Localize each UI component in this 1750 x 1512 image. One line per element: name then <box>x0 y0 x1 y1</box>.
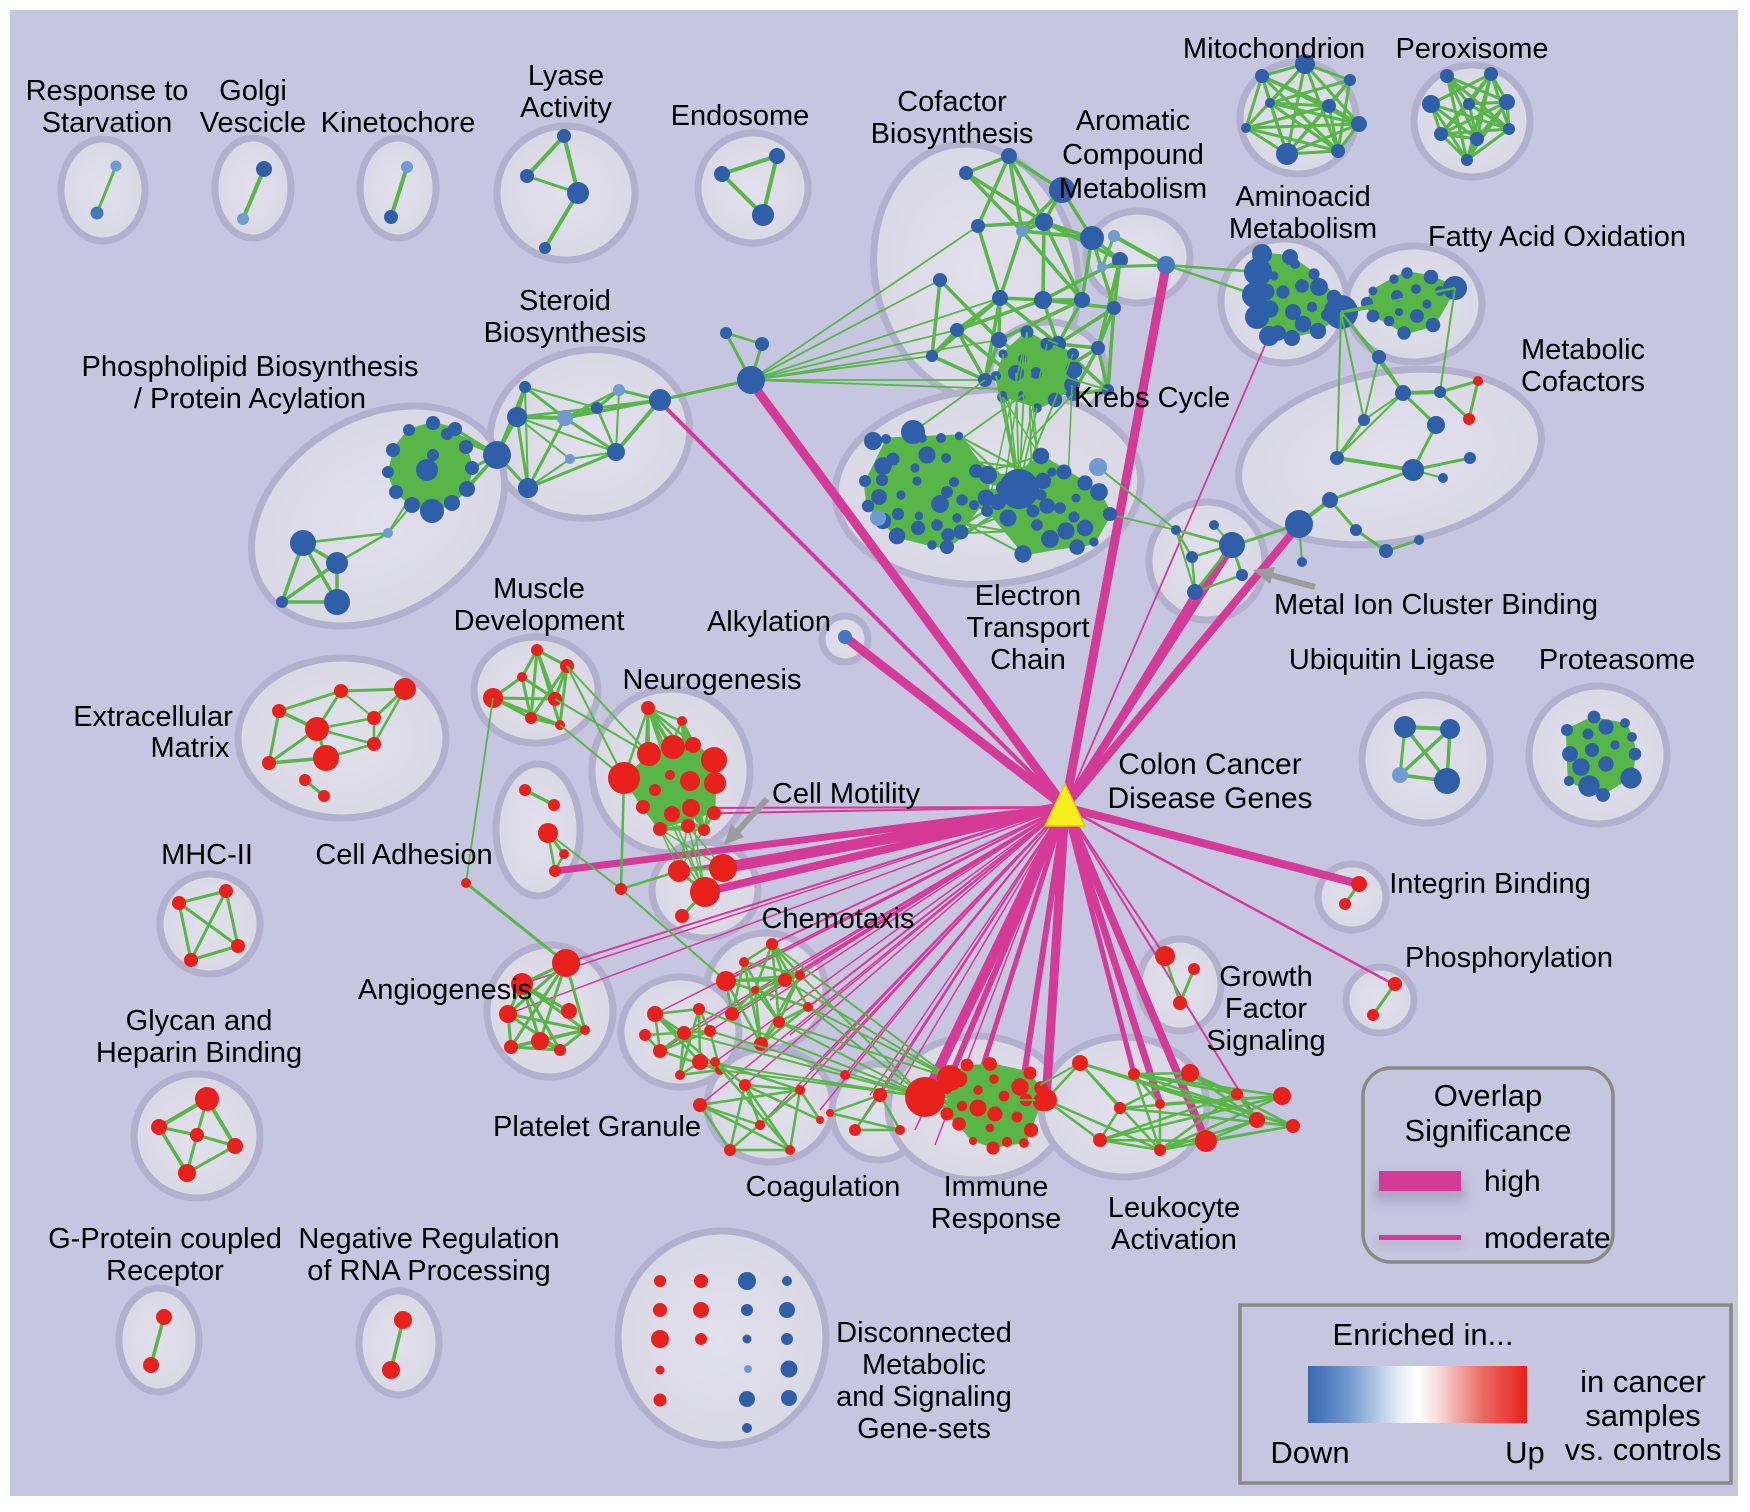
svg-text:Golgi: Golgi <box>219 75 287 107</box>
svg-text:samples: samples <box>1585 1398 1700 1433</box>
svg-text:Growth: Growth <box>1219 961 1312 993</box>
svg-text:Alkylation: Alkylation <box>707 606 831 638</box>
svg-text:Peroxisome: Peroxisome <box>1395 33 1548 65</box>
svg-text:Response: Response <box>931 1203 1062 1235</box>
svg-text:Integrin Binding: Integrin Binding <box>1389 868 1591 900</box>
svg-text:Factor: Factor <box>1225 993 1308 1025</box>
svg-text:Biosynthesis: Biosynthesis <box>484 317 647 349</box>
svg-text:Kinetochore: Kinetochore <box>321 107 476 139</box>
svg-text:Ubiquitin Ligase: Ubiquitin Ligase <box>1289 644 1495 676</box>
svg-text:G-Protein coupled: G-Protein coupled <box>48 1223 282 1255</box>
svg-text:Cofactors: Cofactors <box>1521 366 1645 398</box>
svg-text:of RNA Processing: of RNA Processing <box>307 1255 550 1287</box>
svg-text:Fatty Acid Oxidation: Fatty Acid Oxidation <box>1428 221 1686 253</box>
svg-text:Platelet Granule: Platelet Granule <box>493 1111 701 1143</box>
svg-text:Development: Development <box>454 605 625 637</box>
svg-text:Leukocyte: Leukocyte <box>1108 1192 1240 1224</box>
svg-text:Electron: Electron <box>975 580 1081 612</box>
svg-text:Enriched in...: Enriched in... <box>1333 1317 1514 1352</box>
svg-text:Glycan and: Glycan and <box>126 1005 273 1037</box>
svg-text:Chemotaxis: Chemotaxis <box>761 903 914 935</box>
svg-text:Vescicle: Vescicle <box>200 107 306 139</box>
svg-text:Disease Genes: Disease Genes <box>1107 782 1312 815</box>
svg-text:Heparin Binding: Heparin Binding <box>96 1037 302 1069</box>
svg-text:Metal Ion Cluster Binding: Metal Ion Cluster Binding <box>1274 589 1598 621</box>
svg-text:Starvation: Starvation <box>42 107 173 139</box>
svg-text:Gene-sets: Gene-sets <box>857 1413 991 1445</box>
svg-text:Activation: Activation <box>1111 1224 1237 1256</box>
svg-text:moderate: moderate <box>1484 1222 1611 1255</box>
svg-text:Metabolic: Metabolic <box>862 1349 986 1381</box>
svg-text:Negative Regulation: Negative Regulation <box>298 1223 559 1255</box>
svg-text:Metabolism: Metabolism <box>1229 213 1377 245</box>
svg-text:Response to: Response to <box>26 75 189 107</box>
svg-text:Aromatic: Aromatic <box>1076 105 1190 137</box>
svg-text:Metabolic: Metabolic <box>1521 334 1645 366</box>
svg-text:Mitochondrion: Mitochondrion <box>1183 33 1365 65</box>
svg-text:Significance: Significance <box>1404 1113 1571 1148</box>
svg-text:Angiogenesis: Angiogenesis <box>358 974 532 1006</box>
svg-text:vs. controls: vs. controls <box>1565 1432 1722 1467</box>
svg-text:Activity: Activity <box>520 92 612 124</box>
svg-text:Neurogenesis: Neurogenesis <box>623 664 802 696</box>
svg-text:Proteasome: Proteasome <box>1539 644 1695 676</box>
svg-text:Phospholipid Biosynthesis: Phospholipid Biosynthesis <box>82 351 419 383</box>
svg-text:Transport: Transport <box>966 612 1089 644</box>
svg-text:Immune: Immune <box>944 1171 1049 1203</box>
svg-text:/ Protein Acylation: / Protein Acylation <box>134 383 366 415</box>
svg-text:Muscle: Muscle <box>493 573 585 605</box>
svg-text:and Signaling: and Signaling <box>836 1381 1012 1413</box>
svg-text:Up: Up <box>1505 1435 1545 1470</box>
svg-text:Signaling: Signaling <box>1206 1025 1325 1057</box>
svg-text:Phosphorylation: Phosphorylation <box>1405 942 1613 974</box>
svg-text:Aminoacid: Aminoacid <box>1235 181 1370 213</box>
svg-text:Down: Down <box>1270 1435 1349 1470</box>
svg-text:Compound: Compound <box>1062 139 1204 171</box>
svg-text:Matrix: Matrix <box>151 732 230 764</box>
svg-text:Chain: Chain <box>990 644 1066 676</box>
svg-text:Krebs Cycle: Krebs Cycle <box>1074 382 1230 414</box>
svg-text:Colon Cancer: Colon Cancer <box>1118 748 1301 781</box>
svg-text:Biosynthesis: Biosynthesis <box>871 118 1034 150</box>
svg-text:Extracellular: Extracellular <box>73 701 233 733</box>
svg-text:Disconnected: Disconnected <box>836 1317 1012 1349</box>
svg-text:Endosome: Endosome <box>671 100 810 132</box>
svg-text:MHC-II: MHC-II <box>161 839 253 871</box>
svg-text:Cell Adhesion: Cell Adhesion <box>315 839 492 871</box>
svg-text:Cofactor: Cofactor <box>897 86 1007 118</box>
svg-text:in cancer: in cancer <box>1580 1364 1706 1399</box>
svg-text:Coagulation: Coagulation <box>746 1171 901 1203</box>
svg-text:high: high <box>1484 1165 1541 1198</box>
svg-text:Overlap: Overlap <box>1434 1078 1543 1113</box>
svg-text:Receptor: Receptor <box>106 1255 224 1287</box>
svg-text:Lyase: Lyase <box>528 60 604 92</box>
svg-text:Cell Motility: Cell Motility <box>772 778 921 810</box>
svg-text:Metabolism: Metabolism <box>1059 173 1207 205</box>
svg-text:Steroid: Steroid <box>519 285 611 317</box>
